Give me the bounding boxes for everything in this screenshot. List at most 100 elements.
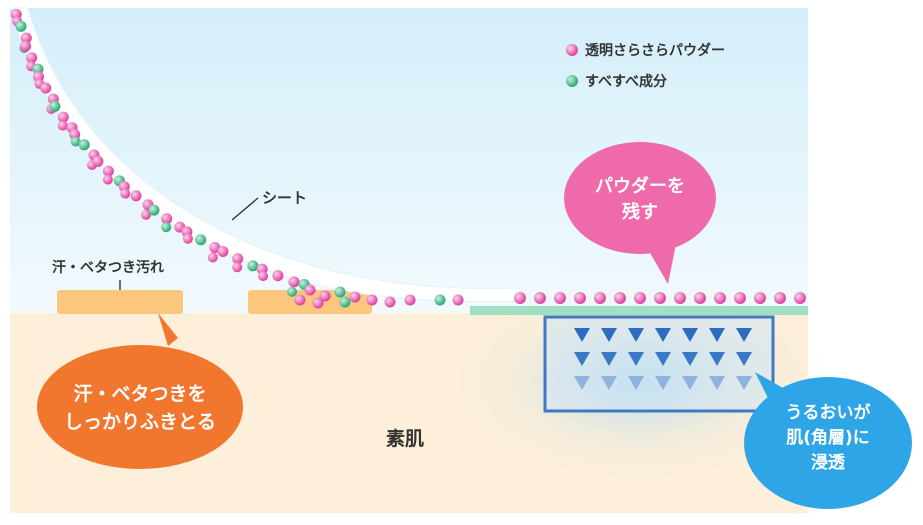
legend-powder-label: 透明さらさらパウダー [585,42,725,59]
pink-bead-icon [57,111,69,123]
pink-bead-icon [574,292,586,304]
pink-bead-icon [102,165,114,177]
moisture-triangles [574,328,752,390]
pink-bead-icon [26,52,38,64]
pink-bead-icon [674,292,686,304]
down-triangle-icon [736,352,752,366]
penetrate-bubble-line-1: うるおいが [786,402,871,423]
green-bead-icon [334,286,346,298]
pink-bead-icon [304,284,316,296]
pink-bead-icon [694,292,706,304]
penetrate-bubble-line-2: 肌(角層)に [786,427,870,448]
down-triangle-icon [682,376,698,390]
pink-bead-icon [349,291,361,303]
penetrate-bubble-line-3: 浸透 [811,452,846,473]
pink-bead-icon [92,155,104,167]
leave-bubble-tail [646,244,676,284]
pink-bead-icon [161,213,173,225]
green-bead-icon [78,139,90,151]
green-bead-icon [287,286,297,297]
pink-bead-icon [20,40,32,52]
down-triangle-icon [655,376,671,390]
green-bead-icon [70,136,81,147]
bead-layer [10,8,806,309]
green-bead-icon [49,100,61,112]
leave-bubble [564,142,716,254]
pink-bead-icon [312,297,324,309]
leave-bubble-line-2: 残す [622,201,658,223]
pink-bead-icon [366,294,378,306]
down-triangle-icon [655,328,671,342]
pink-bead-icon [232,262,243,273]
sheet-label: シート [262,189,307,207]
wipe-bubble [37,345,243,469]
down-triangle-icon [628,328,644,342]
pink-bead-icon [714,292,726,304]
green-bead-icon [566,75,578,87]
pink-bead-icon [20,32,32,44]
pink-bead-icon [294,294,306,306]
down-triangle-icon [736,376,752,390]
pink-bead-icon [774,292,786,304]
down-triangle-icon [655,352,671,366]
pink-bead-icon [57,120,68,131]
down-triangle-icon [709,328,725,342]
pink-bead-icon [452,294,464,306]
wipe-bubble-tail [158,313,178,346]
down-triangle-icon [628,352,644,366]
pink-bead-icon [614,292,626,304]
pink-bead-icon [130,190,142,202]
green-bead-icon [247,260,259,272]
pink-bead-icon [654,292,666,304]
down-triangle-icon [601,376,617,390]
down-triangle-icon [628,376,644,390]
pink-bead-icon [102,174,113,185]
pink-bead-icon [288,276,300,288]
green-bead-icon [161,222,172,233]
down-triangle-icon [574,352,590,366]
down-triangle-icon [601,352,617,366]
pink-bead-icon [634,292,646,304]
down-triangle-icon [601,328,617,342]
penetrate-bubble [744,377,912,509]
pink-bead-icon [594,292,606,304]
smooth-film [470,306,808,315]
wipe-bubble-line-2: しっかりふきとる [64,411,216,433]
pink-bead-icon [217,246,229,257]
pink-bead-icon [258,271,269,282]
green-bead-icon [339,296,351,308]
down-triangle-icon [736,328,752,342]
pink-bead-icon [120,188,131,199]
pink-bead-icon [534,292,546,304]
down-triangle-icon [574,328,590,342]
pink-bead-icon [232,253,244,265]
legend-smooth-label: すべすべ成分 [585,73,667,90]
pink-bead-icon [554,292,566,304]
pink-bead-icon [207,252,218,263]
dirt-patch [57,290,183,314]
green-bead-icon [148,204,160,216]
pink-bead-icon [384,296,396,308]
down-triangle-icon [682,352,698,366]
down-triangle-icon [682,328,698,342]
pink-bead-icon [319,290,331,302]
leave-bubble-line-1: パウダーを [595,175,685,197]
green-bead-icon [434,294,446,306]
wipe-bubble-line-1: 汗・ベタつきを [73,383,206,405]
pink-bead-icon [40,82,52,94]
down-triangle-icon [709,352,725,366]
pink-bead-icon [514,292,526,304]
pink-bead-icon [794,292,806,304]
green-bead-icon [195,234,207,246]
pink-bead-icon [141,209,151,220]
pink-bead-icon [182,233,193,244]
pink-bead-icon [734,292,746,304]
pink-bead-icon [404,294,416,306]
pink-bead-icon [754,292,766,304]
legend: 透明さらさらパウダー すべすべ成分 [566,42,725,90]
down-triangle-icon [574,376,590,390]
green-bead-icon [15,20,27,32]
pink-bead-icon [272,270,284,282]
